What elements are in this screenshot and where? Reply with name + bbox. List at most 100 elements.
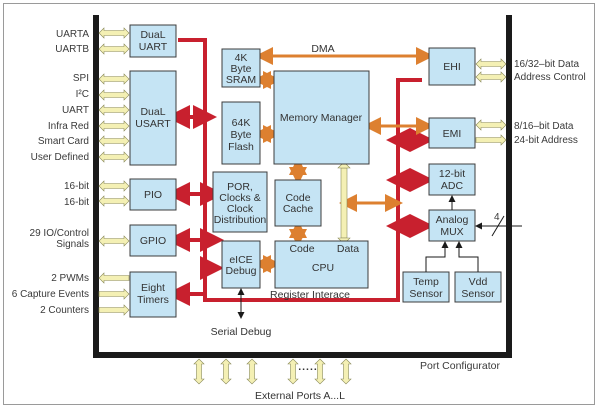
ports-ellipsis: ..... <box>298 361 318 373</box>
analog-input-width: 4 <box>494 212 500 223</box>
block-adc[interactable]: 12-bit ADC <box>428 163 476 196</box>
svg-text:Byte: Byte <box>230 63 251 75</box>
pin-arrow <box>98 195 130 207</box>
svg-text:POR,: POR, <box>227 181 253 193</box>
block-ehi[interactable]: EHI <box>428 47 476 86</box>
pin-arrow <box>98 288 130 300</box>
pin-arrow <box>98 120 130 132</box>
block-eight-timers[interactable]: Eight Timers <box>129 271 177 318</box>
svg-text:Distribution: Distribution <box>214 214 267 226</box>
pin-arrow <box>98 73 130 85</box>
svg-text:GPIO: GPIO <box>140 235 166 247</box>
block-code-cache[interactable]: Code Cache <box>274 179 322 227</box>
block-sram[interactable]: 4K Byte SRAM <box>221 48 261 88</box>
svg-text:eICE: eICE <box>229 254 252 266</box>
svg-text:SRAM: SRAM <box>226 74 256 86</box>
external-port-arrow <box>314 358 326 385</box>
external-ports-label: External Ports A...L <box>255 390 345 402</box>
pin-label: 2 Counters <box>40 305 89 316</box>
pin-arrow <box>475 134 507 146</box>
pin-arrow <box>475 119 507 131</box>
register-bus <box>166 38 434 306</box>
pin-arrow <box>98 43 130 55</box>
pin-arrow <box>98 272 130 284</box>
block-dual-usart[interactable]: DuaL USART <box>129 70 177 166</box>
svg-text:EMI: EMI <box>443 128 462 140</box>
svg-text:Analog: Analog <box>436 214 469 226</box>
svg-text:Code: Code <box>285 192 310 204</box>
pin-label: UART <box>62 105 89 116</box>
svg-text:ADC: ADC <box>441 180 464 192</box>
dma-label: DMA <box>311 43 334 55</box>
svg-text:Sensor: Sensor <box>409 288 443 300</box>
svg-text:PIO: PIO <box>144 189 162 201</box>
pin-label: Address Control <box>514 72 586 83</box>
block-memory-manager[interactable]: Memory Manager <box>273 70 370 165</box>
right-pin-labels: 16/32–bit Data Address Control 8/16–bit … <box>514 59 586 146</box>
svg-text:DuaL: DuaL <box>140 106 165 118</box>
svg-text:DuaL: DuaL <box>140 29 165 41</box>
pin-label: UARTB <box>55 44 89 55</box>
block-gpio[interactable]: GPIO <box>129 224 177 257</box>
pin-label: UARTA <box>56 29 89 40</box>
pin-label: 24-bit Address <box>514 135 578 146</box>
block-por-clocks[interactable]: POR, Clocks & Clock Distribution <box>212 171 268 233</box>
block-pio[interactable]: PIO <box>129 178 177 211</box>
chip-boundary <box>93 15 512 358</box>
svg-text:Clock: Clock <box>227 203 254 215</box>
svg-text:Cache: Cache <box>283 203 314 215</box>
analog-signals <box>237 195 522 319</box>
svg-text:MUX: MUX <box>440 226 463 238</box>
block-cpu[interactable]: Code Data CPU <box>274 240 369 289</box>
pin-label: 2 PWMs <box>51 273 89 284</box>
svg-text:Code: Code <box>289 243 314 255</box>
pin-arrow <box>98 180 130 192</box>
pin-arrow <box>98 151 130 163</box>
svg-text:EHI: EHI <box>443 61 461 73</box>
svg-text:Eight: Eight <box>141 282 165 294</box>
block-analog-mux[interactable]: Analog MUX <box>428 209 476 242</box>
svg-text:64K: 64K <box>232 117 251 129</box>
pin-arrow <box>98 304 130 316</box>
svg-text:UART: UART <box>139 41 168 53</box>
block-emi[interactable]: EMI <box>428 117 476 149</box>
block-dual-uart[interactable]: DuaL UART <box>129 24 177 58</box>
svg-text:12-bit: 12-bit <box>439 168 465 180</box>
svg-text:Debug: Debug <box>226 265 257 277</box>
pin-label: SPI <box>73 73 89 84</box>
svg-text:Flash: Flash <box>228 141 254 153</box>
external-port-arrow <box>287 358 299 385</box>
pin-arrow <box>98 27 130 39</box>
pin-arrow <box>98 135 130 147</box>
serial-debug-label: Serial Debug <box>211 326 272 338</box>
external-port-arrow <box>193 358 205 385</box>
svg-text:CPU: CPU <box>312 262 334 274</box>
svg-text:USART: USART <box>135 118 171 130</box>
svg-text:Byte: Byte <box>230 129 251 141</box>
pin-arrows <box>98 27 507 385</box>
pin-label: Infra Red <box>48 121 89 132</box>
pin-label: Signals <box>56 239 89 250</box>
pin-label: I²C <box>76 89 89 100</box>
block-flash[interactable]: 64K Byte Flash <box>221 101 261 165</box>
block-temp-sensor[interactable]: Temp Sensor <box>402 271 450 303</box>
svg-text:Timers: Timers <box>137 294 169 306</box>
svg-text:4K: 4K <box>235 52 248 64</box>
pin-arrow <box>98 104 130 116</box>
svg-text:Vdd: Vdd <box>469 276 488 288</box>
pin-label: 8/16–bit Data <box>514 121 574 132</box>
pin-label: 16-bit <box>64 181 89 192</box>
pin-arrow <box>475 58 507 70</box>
register-interface-label: Register Interace <box>270 289 350 301</box>
pin-arrow <box>98 89 130 101</box>
block-vdd-sensor[interactable]: Vdd Sensor <box>454 271 502 303</box>
memory-bus <box>253 47 434 273</box>
pin-arrow <box>98 235 130 247</box>
left-pin-labels: UARTA UARTB SPI I²C UART Infra Red Smart… <box>12 29 90 316</box>
svg-text:Data: Data <box>337 243 359 255</box>
svg-text:Temp: Temp <box>413 276 439 288</box>
port-configurator-label: Port Configurator <box>420 360 500 372</box>
block-eice-debug[interactable]: eICE Debug <box>221 240 261 289</box>
pin-arrow <box>475 71 507 83</box>
